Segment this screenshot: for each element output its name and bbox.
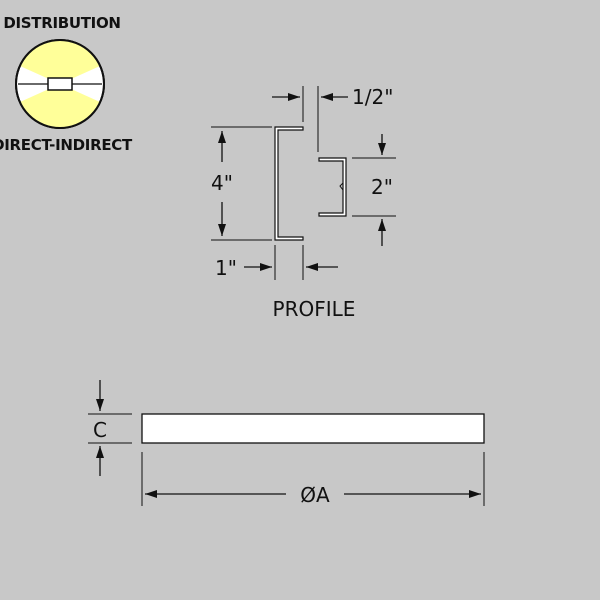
plan-diameter-label: ØA: [300, 483, 330, 507]
profile-height-label: 4": [211, 171, 233, 195]
direct-indirect-light-distribution-icon: [15, 39, 105, 129]
fixture-side-view: [141, 413, 485, 444]
distribution-type-label: DIRECT-INDIRECT: [0, 136, 133, 154]
profile-depth-label: 1": [215, 256, 237, 280]
profile-title: PROFILE: [273, 297, 356, 321]
profile-inner-channel: [318, 157, 347, 217]
fixture-symbol: [47, 77, 73, 91]
plan-section: C ØA: [88, 380, 485, 507]
distribution-section: DISTRIBUTION DIRECT-INDIRECT: [0, 14, 133, 154]
profile-inner-height-label: 2": [371, 175, 393, 199]
profile-section: 4" 1/2" 2" 1" PROFILE: [211, 85, 396, 321]
profile-width-label: 1/2": [352, 85, 393, 109]
profile-outer-channel: [274, 126, 304, 241]
distribution-title: DISTRIBUTION: [3, 14, 120, 32]
plan-height-label: C: [93, 418, 107, 442]
